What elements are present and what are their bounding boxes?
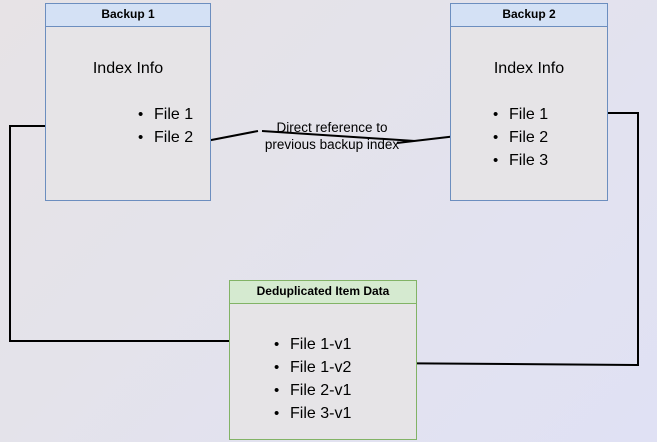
deduplicated-item-data-box[interactable]: Deduplicated Item Data File 1-v1 File 1-… (229, 280, 417, 440)
deduplicated-file-list: File 1-v1 File 1-v2 File 2-v1 File 3-v1 (272, 333, 351, 425)
backup-2-box[interactable]: Backup 2 Index Info File 1 File 2 File 3 (450, 3, 608, 201)
backup-1-box[interactable]: Backup 1 Index Info File 1 File 2 (45, 3, 211, 201)
backup-1-index-info-label: Index Info (92, 60, 164, 77)
deduplicated-item-data-header: Deduplicated Item Data (230, 281, 416, 304)
list-item: File 1-v1 (272, 333, 351, 356)
list-item: File 2-v1 (272, 379, 351, 402)
list-item: File 1-v2 (272, 356, 351, 379)
list-item: File 1 (491, 103, 548, 126)
direct-reference-edge-label: Direct reference to previous backup inde… (252, 119, 412, 153)
backup-2-body: Index Info File 1 File 2 File 3 (451, 27, 607, 200)
direct-reference-line-1: Direct reference to (276, 120, 388, 135)
backup-1-body: Index Info File 1 File 2 (46, 27, 210, 200)
backup-2-index-info-label: Index Info (493, 60, 565, 77)
list-item: File 3 (491, 149, 548, 172)
list-item: File 2 (491, 126, 548, 149)
backup-1-header: Backup 1 (46, 4, 210, 27)
list-item: File 3-v1 (272, 402, 351, 425)
deduplicated-item-data-body: File 1-v1 File 1-v2 File 2-v1 File 3-v1 (230, 304, 416, 439)
backup-2-header: Backup 2 (451, 4, 607, 27)
list-item: File 1 (136, 103, 193, 126)
direct-reference-line-2: previous backup index (264, 137, 400, 152)
backup-2-file-list: File 1 File 2 File 3 (491, 103, 548, 172)
backup-1-file-list: File 1 File 2 (136, 103, 193, 149)
list-item: File 2 (136, 126, 193, 149)
